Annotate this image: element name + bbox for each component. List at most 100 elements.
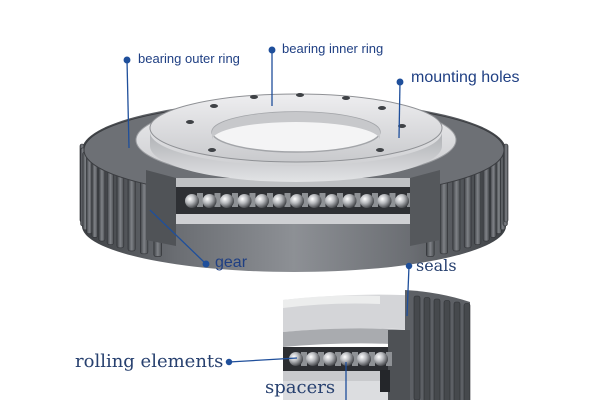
spacer [214, 193, 221, 207]
ball [395, 194, 409, 208]
spacer [318, 352, 324, 366]
gear-tooth [439, 175, 448, 255]
inset-gear-teeth [413, 295, 471, 400]
spacer [372, 193, 378, 207]
gear-cut-face-left [146, 170, 176, 246]
mounting-holes-dot [396, 78, 404, 86]
ball [185, 194, 199, 208]
gear-tooth [490, 159, 497, 238]
ball [202, 194, 217, 208]
inset-raceway-lower [283, 371, 388, 381]
bearing-detail-inset [283, 288, 471, 400]
ball [357, 352, 371, 366]
rolling-elements-main [185, 193, 413, 208]
mounting-hole [376, 148, 384, 152]
mounting-hole [378, 106, 386, 110]
ball [307, 194, 322, 208]
spacer [249, 193, 256, 207]
raceway-upper-lip [176, 178, 410, 187]
inset-seal-block [388, 330, 410, 400]
gear-teeth [79, 143, 509, 257]
gear-tooth [98, 162, 106, 242]
ball [325, 194, 339, 208]
seals-dot [405, 262, 413, 270]
ball [220, 194, 234, 208]
spacer [352, 352, 358, 366]
spacer [337, 193, 343, 207]
gear-dot [202, 260, 210, 268]
mounting-hole [342, 96, 350, 100]
gear-tooth [86, 155, 93, 234]
gear-tooth [482, 162, 490, 242]
mounting-hole [398, 124, 406, 128]
spacer [319, 193, 326, 207]
gear-tooth [413, 295, 421, 400]
ball [289, 352, 303, 366]
spacer [369, 352, 375, 366]
gear-tooth [423, 297, 431, 400]
ball [374, 352, 388, 366]
gear-tooth [433, 298, 441, 400]
mounting-hole [208, 148, 216, 152]
rolling-elements-inset [289, 352, 392, 366]
gear-tooth [127, 172, 136, 252]
spacer [302, 193, 308, 207]
bearing-inner-ring-side [150, 132, 442, 182]
ball [377, 194, 392, 208]
inset-inner-ring-side [283, 328, 410, 347]
gear-tooth [463, 169, 472, 249]
rolling-elements-dot [225, 358, 233, 366]
ball [323, 352, 337, 366]
gear-leader [149, 209, 205, 263]
inset-slot [380, 370, 390, 392]
ball [272, 194, 287, 208]
outer-ring-dot [123, 56, 131, 64]
inset-bore-edge [283, 295, 380, 308]
gear-tooth [106, 166, 114, 245]
spacer [335, 352, 341, 366]
label-rolling-elements: rolling elements [75, 351, 224, 372]
gear-cut-face-right [410, 170, 440, 246]
raceway-lower-lip [176, 214, 410, 224]
seals-leader [406, 265, 410, 317]
callout-lines [123, 46, 413, 400]
label-seals: seals [416, 256, 457, 275]
spacer [354, 193, 361, 207]
label-bearing-outer-ring: bearing outer ring [138, 51, 240, 66]
spacer [267, 193, 273, 207]
gear-tooth [474, 166, 482, 245]
spacer [284, 193, 291, 207]
mounting-holes-group [186, 93, 406, 152]
spacer [389, 193, 396, 207]
ball [342, 194, 357, 208]
mounting-hole [250, 95, 258, 99]
gear-tooth [443, 300, 451, 400]
ball [340, 352, 354, 366]
spacer [301, 352, 307, 366]
mounting-hole [296, 93, 304, 97]
central-bore-inner-wall [212, 112, 380, 140]
spacer [197, 193, 203, 207]
ball [255, 194, 269, 208]
spacer [386, 352, 392, 366]
ball [306, 352, 320, 366]
rolling-elements-leader [228, 357, 298, 363]
bearing-main-view [79, 93, 509, 272]
label-gear: gear [215, 254, 248, 271]
label-spacers: spacers [265, 377, 336, 398]
gear-tooth [91, 159, 98, 238]
spacer [232, 193, 238, 207]
gear-tooth [452, 172, 461, 252]
mounting-hole [210, 104, 218, 108]
mounting-holes-leader [398, 81, 401, 139]
label-mounting-holes: mounting holes [411, 69, 520, 86]
outer-ring-leader [126, 59, 130, 149]
ball [290, 194, 304, 208]
gear-tooth [463, 303, 471, 400]
label-bearing-inner-ring: bearing inner ring [282, 41, 384, 56]
mounting-hole [186, 120, 194, 124]
gear-tooth [453, 301, 461, 400]
ball [360, 194, 374, 208]
gear-tooth [116, 169, 125, 249]
